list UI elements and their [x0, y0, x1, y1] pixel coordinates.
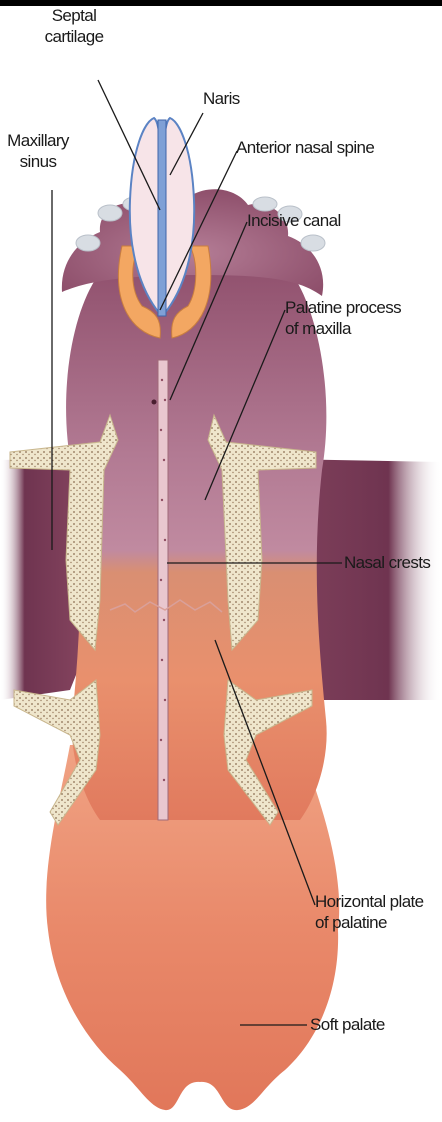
- label-maxillary-sinus-line1: Maxillary: [2, 130, 74, 151]
- label-septal-cartilage-line1: Septal: [37, 5, 111, 26]
- label-septal-cartilage: Septal cartilage: [37, 5, 111, 47]
- label-soft-palate: Soft palate: [310, 1014, 385, 1035]
- label-palatine-process-line1: Palatine process: [285, 297, 401, 318]
- label-maxillary-sinus-line2: sinus: [2, 151, 74, 172]
- incisive-canal-opening: [152, 400, 157, 405]
- label-septal-cartilage-line2: cartilage: [37, 26, 111, 47]
- label-anterior-nasal-spine: Anterior nasal spine: [236, 137, 374, 158]
- label-nasal-crests: Nasal crests: [344, 552, 430, 573]
- label-maxillary-sinus: Maxillary sinus: [2, 130, 74, 172]
- label-horizontal-plate-line1: Horizontal plate: [315, 891, 424, 912]
- label-horizontal-plate-line2: of palatine: [315, 912, 424, 933]
- septal-cartilage-strip: [158, 120, 166, 316]
- nasal-crest-ridge: [158, 360, 168, 820]
- label-incisive-canal: Incisive canal: [247, 210, 341, 231]
- label-naris: Naris: [203, 88, 240, 109]
- label-horizontal-plate: Horizontal plate of palatine: [315, 891, 424, 933]
- label-palatine-process-line2: of maxilla: [285, 318, 401, 339]
- hard-palate-shape: [66, 258, 327, 821]
- label-palatine-process: Palatine process of maxilla: [285, 297, 401, 339]
